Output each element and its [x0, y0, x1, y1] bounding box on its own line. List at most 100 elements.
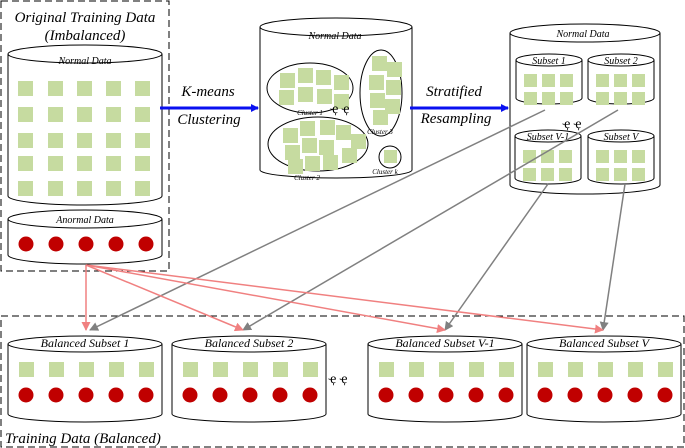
normal-sample-square — [598, 362, 613, 377]
normal-sample-square — [614, 150, 627, 163]
normal-sample-square — [106, 107, 121, 122]
normal-sample-square — [302, 138, 317, 153]
subsets-normal-data-cylinder: Normal Data Subset 1 Subset 2 Subset V-1 Su… — [509, 23, 661, 195]
normal-sample-square — [499, 362, 514, 377]
subsets-normal-data-label: Normal Data — [555, 29, 609, 40]
normal-sample-square — [542, 92, 555, 105]
normal-sample-square — [77, 107, 92, 122]
normal-sample-square — [280, 73, 295, 88]
clustered-samples — [279, 56, 402, 174]
anormal-sample-circle — [182, 387, 198, 403]
normal-sample-square — [48, 81, 63, 96]
normal-sample-square — [139, 362, 154, 377]
anormal-to-balanced-2-arrow — [85, 264, 244, 332]
normal-sample-square — [387, 62, 402, 77]
normal-sample-square — [632, 74, 645, 87]
anormal-sample-circle — [272, 387, 288, 403]
subset-label: Subset 2 — [604, 56, 638, 67]
normal-sample-square — [183, 362, 198, 377]
normal-sample-square — [48, 181, 63, 196]
original-title-line1: Original Training Data — [15, 10, 156, 26]
normal-sample-square — [135, 81, 150, 96]
normal-sample-square — [542, 74, 555, 87]
normal-sample-square — [334, 75, 349, 90]
anormal-sample-circle — [438, 387, 454, 403]
normal-sample-square — [273, 362, 288, 377]
normal-sample-square — [336, 125, 351, 140]
anormal-sample-circle — [567, 387, 583, 403]
normal-sample-square — [48, 133, 63, 148]
balanced-subset-label: Balanced Subset V — [559, 336, 651, 350]
connector-arrows — [81, 109, 626, 334]
normal-sample-square — [628, 362, 643, 377]
normal-sample-square — [18, 81, 33, 96]
anormal-sample-circle — [302, 387, 318, 403]
balanced-ellipsis: ҿ ҿ — [329, 372, 348, 387]
normal-sample-square — [77, 156, 92, 171]
normal-sample-square — [303, 362, 318, 377]
subset-1-cylinder: Subset 1 — [515, 53, 583, 105]
anormal-samples-row — [18, 236, 154, 252]
clustered-normal-data-label: Normal Data — [307, 31, 361, 42]
balanced-data-dashed-box — [0, 315, 685, 448]
normal-sample-square — [283, 128, 298, 143]
anormal-sample-circle — [18, 387, 34, 403]
normal-sample-square — [77, 181, 92, 196]
anormal-sample-circle — [48, 236, 64, 252]
normal-sample-square — [323, 155, 338, 170]
cluster-2-label: Cluster 2 — [294, 174, 320, 182]
original-data-dashed-box — [0, 0, 170, 272]
balanced-subset-3-cylinder: Balanced Subset V-1 — [367, 335, 523, 423]
normal-sample-square — [568, 362, 583, 377]
subset-v-to-balanced-v-arrow — [599, 183, 626, 331]
anormal-sample-circle — [627, 387, 643, 403]
normal-sample-square — [106, 133, 121, 148]
normal-sample-square — [135, 181, 150, 196]
anormal-sample-circle — [498, 387, 514, 403]
balanced-title: Training Data (Balanced) — [5, 431, 161, 447]
normal-sample-square — [560, 92, 573, 105]
subset-v1-to-balanced-v1-arrow — [444, 183, 549, 331]
anormal-sample-circle — [597, 387, 613, 403]
normal-data-label: Normal Data — [57, 56, 111, 67]
cluster-1-label: Cluster 1 — [297, 109, 323, 117]
anormal-sample-circle — [212, 387, 228, 403]
normal-sample-square — [386, 80, 401, 95]
normal-data-cylinder: Normal Data — [7, 44, 163, 206]
normal-sample-square — [596, 74, 609, 87]
anormal-data-label: Anormal Data — [55, 215, 114, 226]
anormal-sample-circle — [78, 387, 94, 403]
stratified-label-line2: Resampling — [420, 111, 492, 127]
subset-label: Subset V — [604, 132, 641, 143]
anormal-sample-circle — [657, 387, 673, 403]
normal-sample-square — [614, 92, 627, 105]
normal-sample-square — [135, 133, 150, 148]
normal-sample-square — [316, 70, 331, 85]
cluster-ellipsis: ҿ ҿ — [331, 102, 350, 117]
normal-sample-square — [49, 362, 64, 377]
kmeans-label-line2: Clustering — [177, 112, 241, 128]
subset-label: Subset V-1 — [527, 132, 570, 143]
balanced-subset-2-cylinder: Balanced Subset 2 — [171, 335, 327, 423]
normal-sample-square — [48, 156, 63, 171]
kmeans-label-line1: K-means — [180, 84, 234, 100]
subset-label: Subset 1 — [532, 56, 566, 67]
normal-sample-square — [369, 75, 384, 90]
subset-v1-cylinder: Subset V-1 — [514, 129, 582, 185]
anormal-data-cylinder: Anormal Data — [7, 209, 163, 265]
normal-sample-square — [77, 133, 92, 148]
normal-sample-square — [614, 168, 627, 181]
normal-sample-square — [243, 362, 258, 377]
normal-sample-square — [523, 150, 536, 163]
normal-sample-square — [300, 121, 315, 136]
normal-sample-square — [524, 74, 537, 87]
anormal-sample-circle — [408, 387, 424, 403]
original-title-line2: (Imbalanced) — [45, 28, 126, 44]
normal-sample-square — [560, 74, 573, 87]
normal-sample-square — [213, 362, 228, 377]
normal-sample-square — [632, 92, 645, 105]
balanced-subset-4-cylinder: Balanced Subset V — [526, 335, 682, 423]
normal-sample-square — [373, 110, 388, 125]
balanced-subset-label: Balanced Subset V-1 — [395, 336, 494, 350]
